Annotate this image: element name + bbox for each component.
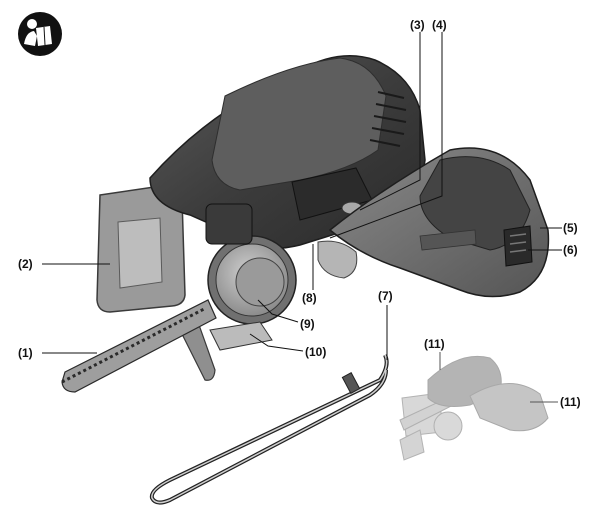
tool-housing: [149, 55, 426, 250]
guard-plate: [96, 184, 216, 381]
blade-holder-disc: [205, 203, 297, 351]
callout-label-2: (2): [18, 257, 33, 271]
tool-handle: [317, 147, 550, 298]
tool-thumbnail: [399, 355, 549, 461]
callout-label-4: (4): [432, 18, 447, 32]
callout-label-8: (8): [302, 291, 317, 305]
callout-label-3: (3): [410, 18, 425, 32]
callout-label-1: (1): [18, 346, 33, 360]
callout-label-7: (7): [378, 289, 393, 303]
callout-label-5: (5): [563, 221, 578, 235]
callout-label-9: (9): [300, 317, 315, 331]
saw-blade: [61, 299, 217, 393]
read-manual-icon: [18, 12, 62, 56]
callout-leaders: [42, 32, 562, 403]
callout-label-6: (6): [563, 243, 578, 257]
callout-label-10: (10): [305, 345, 326, 359]
callout-label-11-top: (11): [424, 337, 445, 351]
wrist-strap: [149, 354, 389, 505]
callout-label-11-right: (11): [560, 395, 581, 409]
